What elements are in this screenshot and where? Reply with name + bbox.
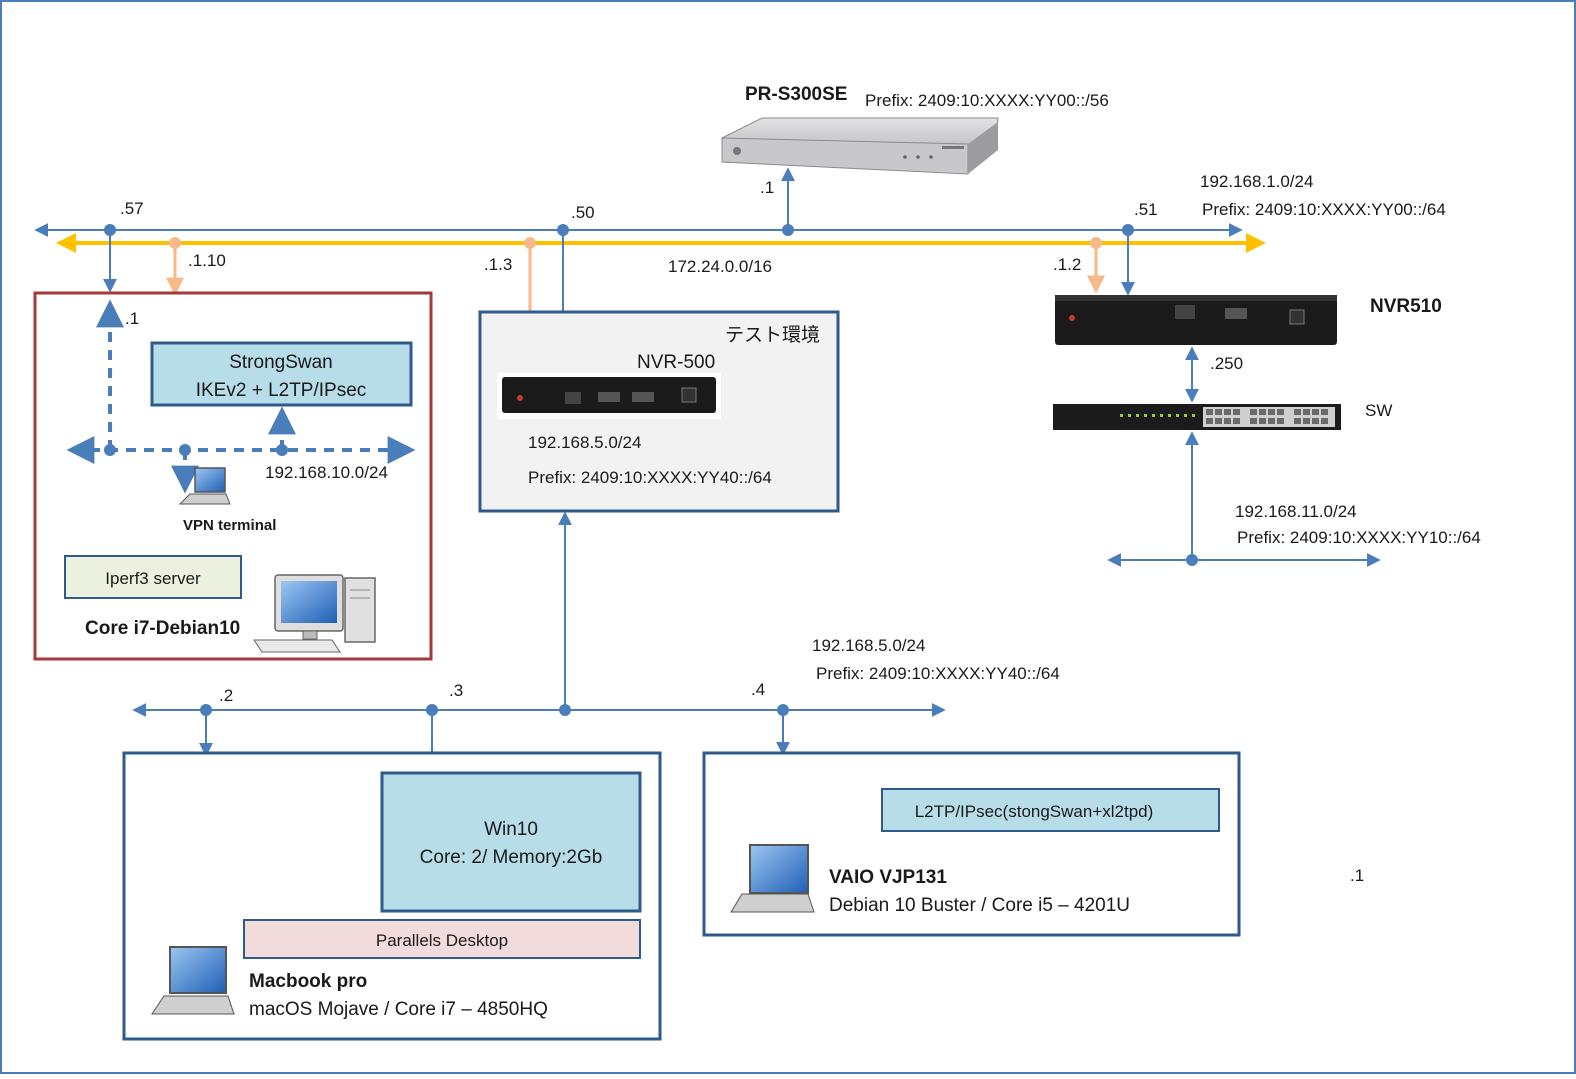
label-57: .57 (120, 199, 144, 218)
lan1-prefix: Prefix: 2409:10:XXXX:YY00::/64 (1202, 200, 1446, 219)
pr-s300se-node (782, 224, 794, 236)
debian-node-gw (104, 444, 116, 456)
pr-s300se-prefix: Prefix: 2409:10:XXXX:YY00::/56 (865, 91, 1109, 110)
lan1-subnet: 192.168.1.0/24 (1200, 172, 1313, 191)
lan11-subnet: 192.168.11.0/24 (1235, 502, 1357, 521)
lan5-prefix: Prefix: 2409:10:XXXX:YY40::/64 (816, 664, 1060, 683)
win10-line2: Core: 2/ Memory:2Gb (420, 847, 603, 868)
macbook-title: Macbook pro (249, 971, 367, 992)
nvr500-router-icon (497, 373, 721, 419)
test-env-subnet: 192.168.5.0/24 (528, 433, 641, 452)
vaio-title: VAIO VJP131 (829, 867, 947, 888)
macbook-laptop-icon (151, 946, 235, 1015)
lan5-label-4: .4 (751, 680, 765, 699)
vaio-laptop-icon (730, 844, 815, 913)
win10-line1: Win10 (484, 819, 538, 840)
strongswan-line1: StrongSwan (229, 352, 333, 373)
debian-title: Core i7-Debian10 (85, 618, 240, 639)
vaio-desc: Debian 10 Buster / Core i5 – 4201U (829, 895, 1130, 916)
nvr500-name: NVR-500 (637, 352, 715, 373)
desktop-pc-icon (253, 574, 376, 653)
pr-s300se-name: PR-S300SE (745, 84, 847, 105)
strongswan-line2: IKEv2 + L2TP/IPsec (196, 380, 367, 401)
strongswan-box (150, 341, 413, 407)
nvr510-port-label: .250 (1210, 354, 1243, 373)
lan5-label-3: .3 (449, 681, 463, 700)
label-1-10: .1.10 (188, 251, 226, 270)
pr-s300se-device (721, 117, 999, 175)
label-1-3: .1.3 (484, 255, 512, 274)
lan5-node-nvr500 (559, 704, 571, 716)
label-1-2: .1.2 (1053, 255, 1081, 274)
label-51: .51 (1134, 200, 1158, 219)
label-wan-subnet: 172.24.0.0/16 (668, 257, 772, 276)
vpn-terminal-label: VPN terminal (183, 517, 276, 534)
iperf-label: Iperf3 server (105, 569, 201, 588)
debian-subnet: 192.168.10.0/24 (265, 463, 388, 482)
l2tp-box (881, 788, 1220, 832)
vpn-terminal-laptop-icon (178, 467, 231, 505)
parallels-label: Parallels Desktop (376, 931, 508, 950)
test-env-prefix: Prefix: 2409:10:XXXX:YY40::/64 (528, 468, 772, 487)
pr-s300se-port-label: .1 (760, 178, 774, 197)
l2tp-label: L2TP/IPsec(stongSwan+xl2tpd) (915, 802, 1154, 821)
macbook-desc: macOS Mojave / Core i7 – 4850HQ (249, 999, 548, 1020)
switch-icon (1053, 404, 1341, 430)
test-env-title: テスト環境 (725, 324, 820, 346)
debian-gw-label: .1 (125, 309, 139, 328)
sw-name: SW (1365, 401, 1392, 420)
nvr510-name: NVR510 (1370, 296, 1442, 317)
win10-box (380, 771, 642, 913)
lan11-prefix: Prefix: 2409:10:XXXX:YY10::/64 (1237, 528, 1481, 547)
lan5-subnet: 192.168.5.0/24 (812, 636, 925, 655)
label-50: .50 (571, 203, 595, 222)
parallels-box (243, 919, 641, 959)
stray-label-1: .1 (1350, 866, 1364, 885)
iperf-box (64, 555, 242, 599)
lan11-node (1186, 554, 1198, 566)
nvr510-router-icon (1055, 295, 1337, 345)
lan5-label-2: .2 (219, 686, 233, 705)
